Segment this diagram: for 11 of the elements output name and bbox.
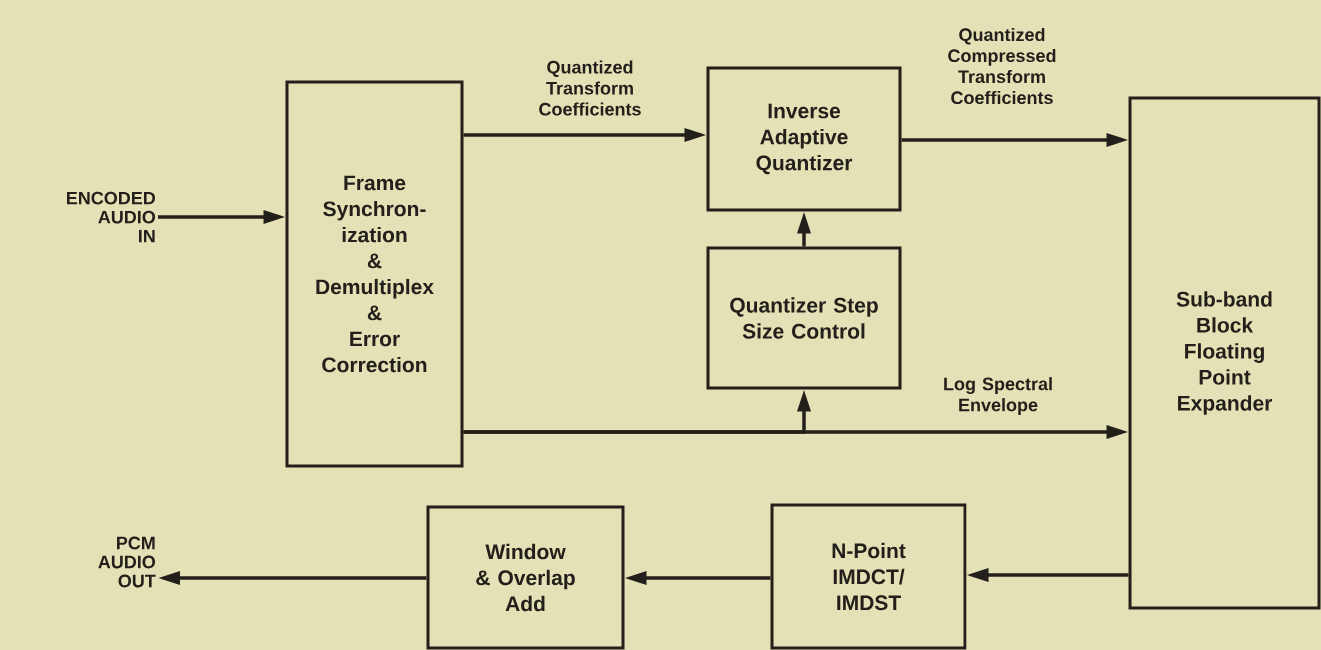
process-box: Sub-band Block Floating Point Expander [1128, 96, 1321, 610]
process-box: Quantizer Step Size Control [706, 246, 902, 390]
signal-label: ENCODED AUDIO IN [67, 191, 156, 243]
edge-label: Quantized Transform Coefficients [524, 59, 656, 117]
process-box: N-Point IMDCT/ IMDST [770, 503, 967, 650]
edge-label: Quantized Compressed Transform Coefficients [931, 26, 1073, 106]
process-box: Frame Synchron-ization & Demultiplex & Error Correction [285, 80, 464, 468]
signal-label: PCM AUDIO OUT [98, 536, 156, 588]
process-box: Window & Overlap Add [426, 505, 625, 650]
edge-label: Log Spectral Envelope [934, 376, 1062, 416]
process-box: Inverse Adaptive Quantizer [706, 66, 902, 212]
